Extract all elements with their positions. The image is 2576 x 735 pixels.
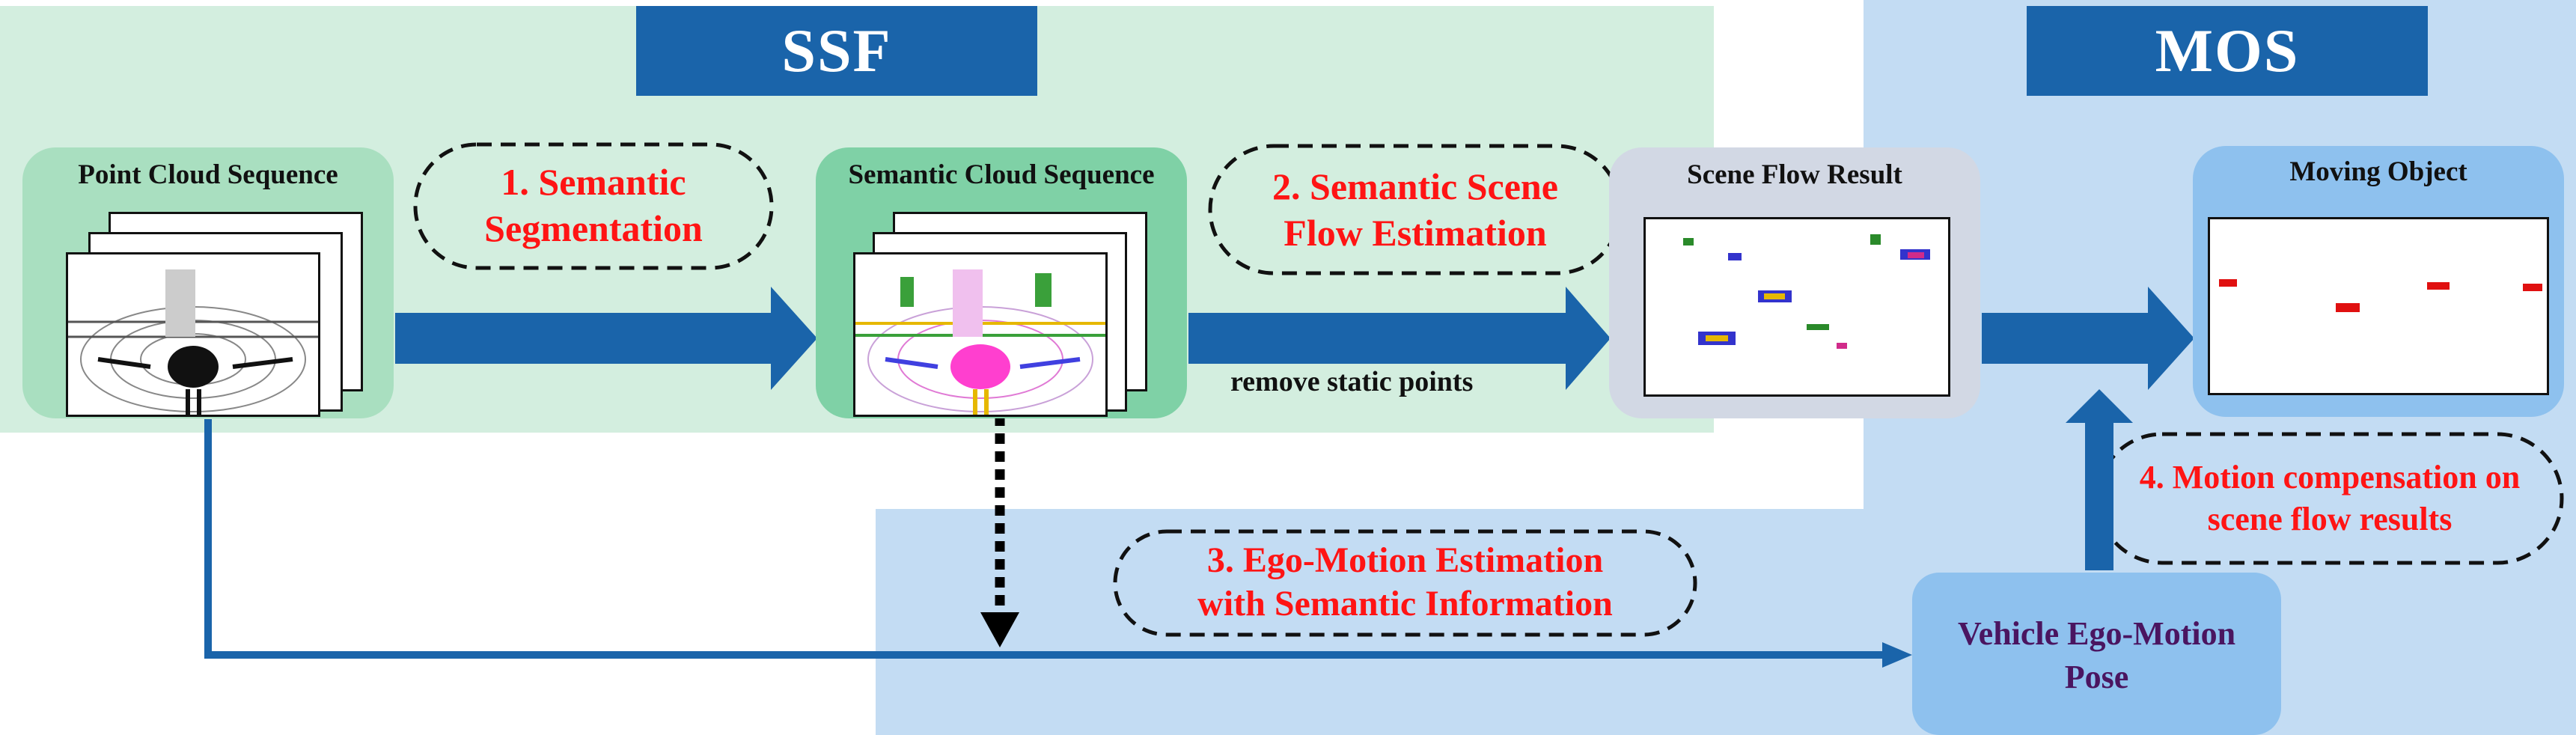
step1-label: 1. Semantic Segmentation bbox=[415, 159, 772, 251]
step2-line1: 2. Semantic Scene bbox=[1272, 165, 1558, 207]
step3-line1: 3. Ego-Motion Estimation bbox=[1206, 540, 1604, 580]
step4-label: 4. Motion compensation on scene flow res… bbox=[2098, 457, 2562, 540]
step1-line2: Segmentation bbox=[484, 207, 703, 249]
vehicle-pose-line2: Pose bbox=[2064, 659, 2129, 695]
line-arrowhead bbox=[1882, 642, 1912, 668]
moving-object-image bbox=[2219, 279, 2542, 312]
bottom-mos-region bbox=[876, 509, 1871, 735]
mos-title: MOS bbox=[2027, 6, 2428, 96]
arrow-semantic-to-sceneflow bbox=[1188, 287, 1611, 390]
semantic-scan-image bbox=[855, 269, 1105, 415]
point-cloud-frame-front bbox=[66, 252, 320, 417]
step3-line2: with Semantic Information bbox=[1197, 584, 1613, 623]
moving-object-frame bbox=[2208, 217, 2549, 395]
vehicle-pose-line1: Vehicle Ego-Motion bbox=[1957, 615, 2236, 652]
scene-flow-image bbox=[1683, 234, 1930, 349]
line-pointcloud-to-pose bbox=[204, 419, 1886, 659]
ssf-title: SSF bbox=[636, 6, 1037, 96]
arrow-pose-up bbox=[2066, 389, 2133, 570]
step2-label: 2. Semantic Scene Flow Estimation bbox=[1210, 163, 1620, 256]
scene-flow-frame bbox=[1643, 217, 1950, 397]
step3-ellipse bbox=[1113, 529, 1697, 637]
arrow-pointcloud-to-semantic bbox=[395, 287, 817, 390]
semantic-frame-front bbox=[853, 252, 1108, 417]
step4-ellipse bbox=[2096, 432, 2564, 565]
step1-ellipse bbox=[413, 142, 774, 270]
remove-static-points-note: remove static points bbox=[1230, 366, 1474, 397]
lidar-scan-image bbox=[68, 269, 318, 415]
step4-line2: scene flow results bbox=[2207, 501, 2453, 537]
point-cloud-label: Point Cloud Sequence bbox=[78, 159, 338, 190]
step4-line1: 4. Motion compensation on bbox=[2139, 459, 2521, 495]
scene-flow-label: Scene Flow Result bbox=[1687, 159, 1902, 190]
vehicle-pose-card bbox=[1912, 573, 2281, 735]
step2-ellipse bbox=[1208, 144, 1623, 275]
vehicle-pose-label: Vehicle Ego-Motion Pose bbox=[1912, 612, 2281, 699]
step3-label: 3. Ego-Motion Estimation with Semantic I… bbox=[1115, 539, 1695, 626]
dotted-arrowhead bbox=[980, 612, 1019, 647]
moving-object-label: Moving Object bbox=[2289, 156, 2467, 187]
step1-line1: 1. Semantic bbox=[501, 161, 686, 203]
semantic-cloud-label: Semantic Cloud Sequence bbox=[848, 159, 1155, 190]
arrow-sceneflow-to-moving bbox=[1982, 287, 2194, 390]
step2-line2: Flow Estimation bbox=[1284, 212, 1547, 254]
